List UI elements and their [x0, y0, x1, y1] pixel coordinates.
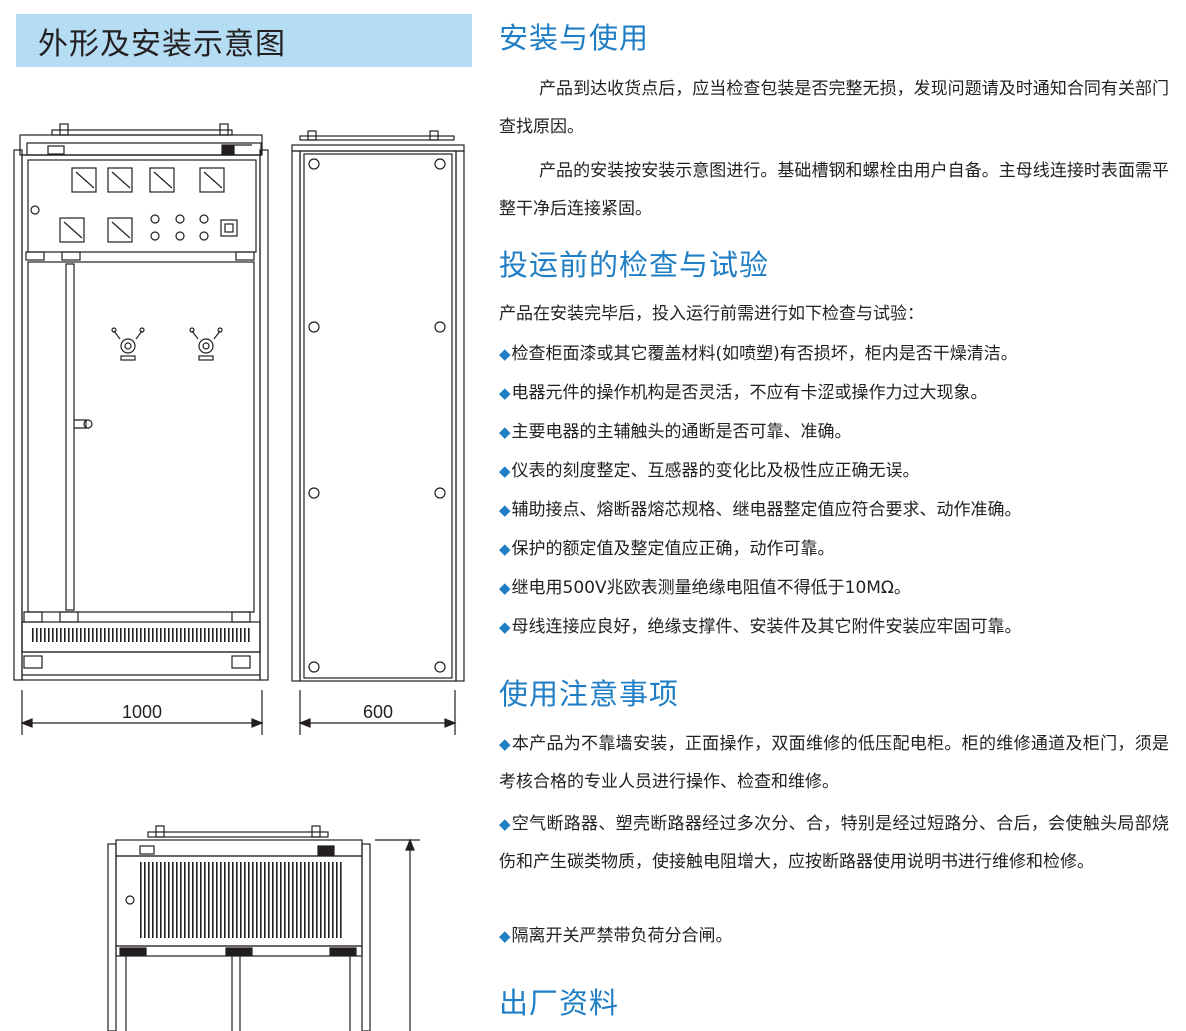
- precheck-item: ◆主要电器的主辅触头的通断是否可靠、准确。: [499, 422, 852, 442]
- usage-note-1: ◆本产品为不靠墙安装，正面操作，双面维修的低压配电柜。柜的维修通道及柜门，须是考…: [499, 734, 1169, 792]
- precheck-item: ◆仪表的刻度整定、互感器的变化比及极性应正确无误。: [499, 461, 920, 481]
- install-paragraph-1: 产品到达收货点后，应当检查包装是否完整无损，发现问题请及时通知合同有关部门查找原…: [499, 79, 1169, 137]
- usage-note-3: ◆隔离开关严禁带负荷分合闸。: [499, 926, 733, 946]
- precheck-item: ◆电器元件的操作机构是否灵活，不应有卡涩或操作力过大现象。: [499, 383, 988, 403]
- section-title-usage-notes: 使用注意事项: [499, 677, 680, 711]
- precheck-item: ◆母线连接应良好，绝缘支撑件、安装件及其它附件安装应牢固可靠。: [499, 617, 1022, 637]
- install-paragraph-2: 产品的安装按安装示意图进行。基础槽钢和螺栓由用户自备。主母线连接时表面需平整干净…: [499, 161, 1169, 219]
- front-view: [13, 123, 269, 735]
- section-title-install: 安装与使用: [499, 21, 650, 55]
- lower-view: [107, 825, 420, 1031]
- section-title-precheck: 投运前的检查与试验: [499, 248, 770, 282]
- dim-width-front: 1000: [122, 702, 162, 722]
- precheck-item: ◆辅助接点、熔断器熔芯规格、继电器整定值应符合要求、动作准确。: [499, 500, 1022, 520]
- section-title-factory-docs: 出厂资料: [499, 986, 620, 1020]
- precheck-intro: 产品在安装完毕后，投入运行前需进行如下检查与试验：: [499, 304, 924, 324]
- precheck-item: ◆检查柜面漆或其它覆盖材料(如喷塑)有否损坏，柜内是否干燥清洁。: [499, 344, 1018, 364]
- section-banner: 外形及安装示意图: [16, 14, 472, 67]
- side-view: [291, 130, 465, 735]
- precheck-item: ◆继电用500V兆欧表测量绝缘电阻值不得低于10MΩ。: [499, 578, 911, 598]
- precheck-item: ◆保护的额定值及整定值应正确，动作可靠。: [499, 539, 835, 559]
- dim-width-side: 600: [363, 702, 393, 722]
- banner-title: 外形及安装示意图: [38, 26, 286, 62]
- installation-drawing: 1000 600: [13, 123, 465, 1031]
- usage-note-2: ◆空气断路器、塑壳断路器经过多次分、合，特别是经过短路分、合后，会使触头局部烧伤…: [499, 814, 1169, 872]
